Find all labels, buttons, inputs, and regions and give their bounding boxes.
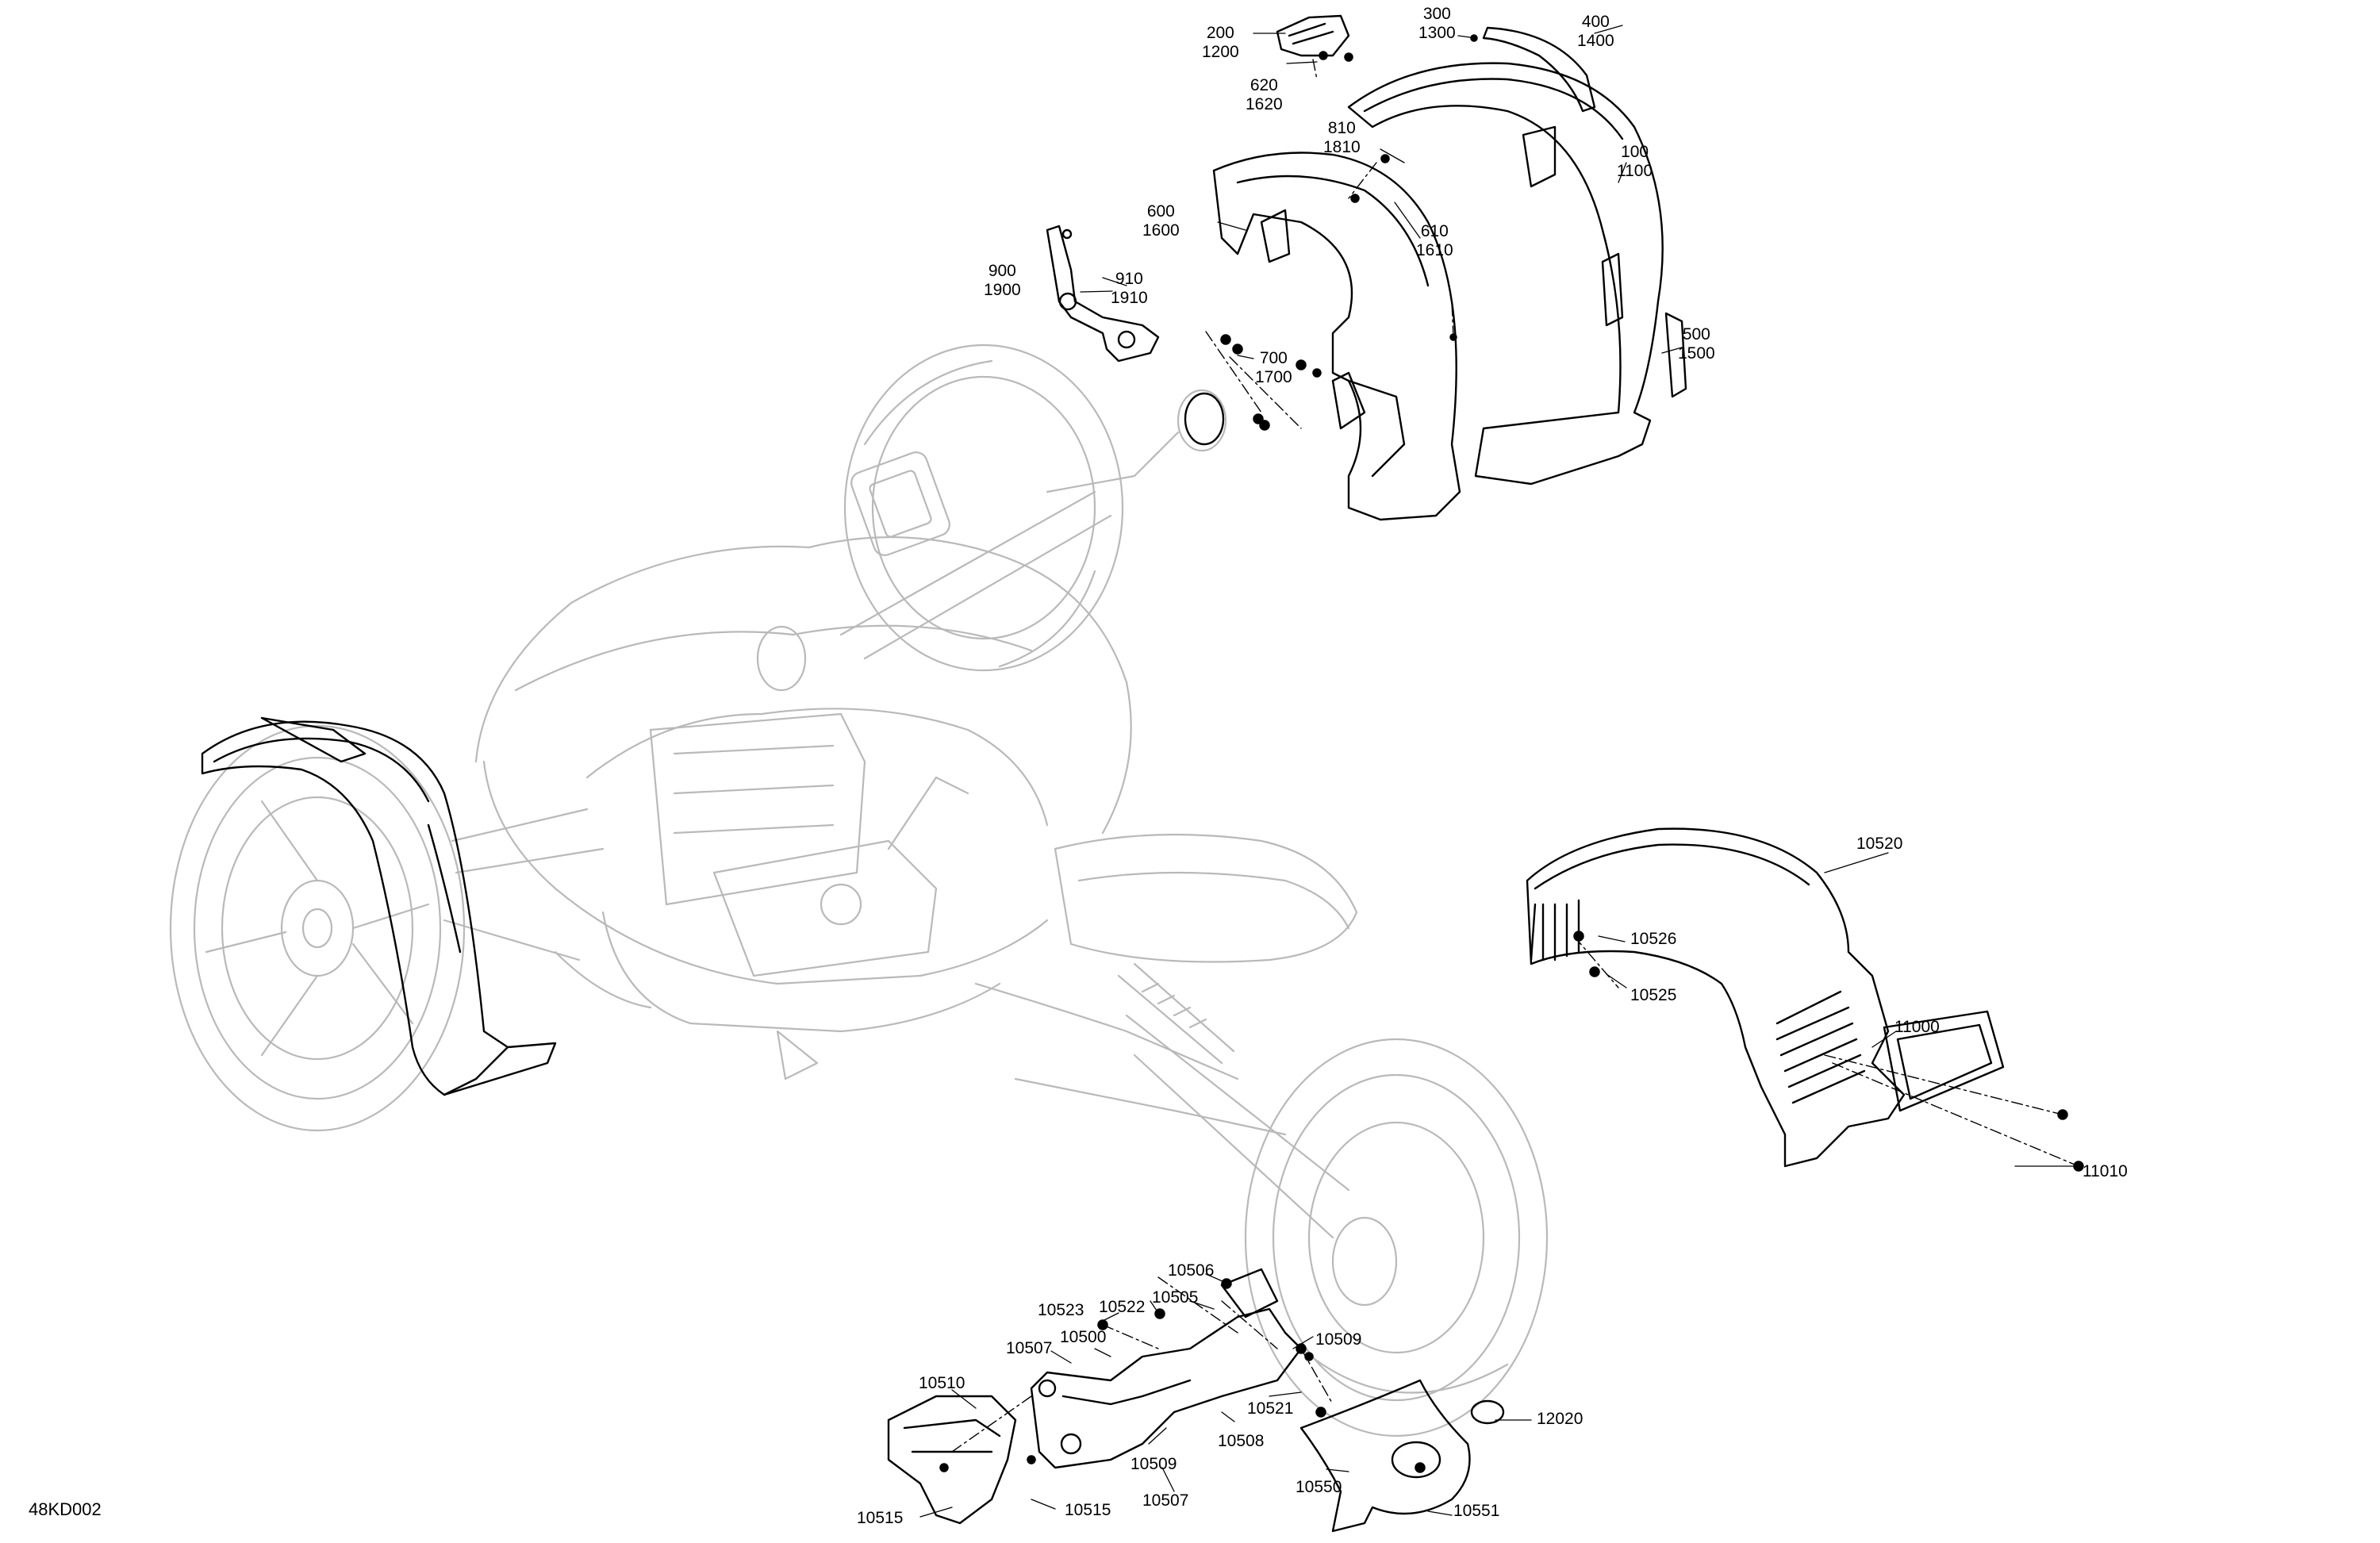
callout-10515: 10515 — [857, 1509, 904, 1527]
callout-10551: 10551 — [1453, 1502, 1500, 1520]
callout-12020: 12020 — [1537, 1410, 1583, 1428]
callout-11000: 11000 — [1894, 1018, 1940, 1036]
callout-10509: 10509 — [1315, 1330, 1362, 1349]
callout-10520: 10520 — [1856, 835, 1903, 853]
callout-10509-lower: 10509 — [1130, 1455, 1177, 1473]
callout-leaders — [919, 25, 2079, 1518]
callout-10550: 10550 — [1296, 1478, 1342, 1496]
lower-bracket-assembly — [887, 1268, 1505, 1533]
callout-10500: 10500 — [1060, 1328, 1107, 1346]
callout-10515-right: 10515 — [1065, 1501, 1111, 1519]
callout-10508: 10508 — [1218, 1432, 1265, 1450]
right-front-fender-assembly — [1046, 14, 1687, 521]
callout-10521: 10521 — [1247, 1399, 1294, 1418]
callout-10510: 10510 — [919, 1374, 965, 1392]
vehicle-ghost-outline — [169, 344, 1549, 1437]
callout-10522: 10522 — [1099, 1298, 1146, 1316]
callout-10507: 10507 — [1006, 1339, 1053, 1357]
callout-10505: 10505 — [1152, 1288, 1199, 1307]
callout-10525: 10525 — [1630, 986, 1677, 1004]
callout-10507-lower: 10507 — [1142, 1491, 1189, 1510]
callout-11010: 11010 — [2082, 1162, 2128, 1180]
left-front-fender — [201, 716, 557, 1096]
fasteners — [939, 34, 2084, 1473]
drawing-id: 48KD002 — [29, 1499, 102, 1519]
callout-10526: 10526 — [1630, 930, 1677, 948]
rear-fender-assembly — [1526, 827, 2005, 1168]
callout-10506: 10506 — [1168, 1261, 1215, 1280]
leader-lines — [951, 59, 2079, 1453]
callout-10523: 10523 — [1038, 1301, 1084, 1319]
